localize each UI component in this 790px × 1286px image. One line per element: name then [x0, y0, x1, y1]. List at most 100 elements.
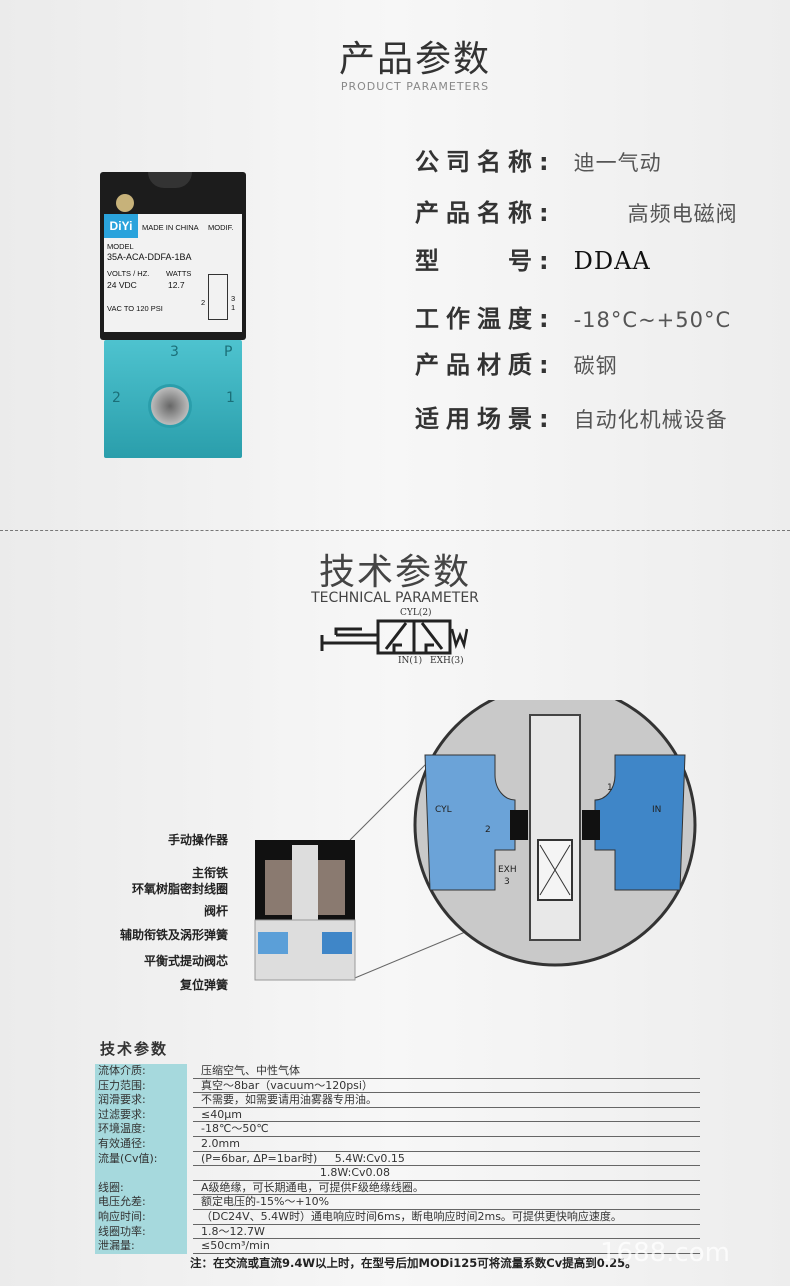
- port-2-label: 2: [485, 825, 491, 835]
- spec-product-name: 产品名称: 高频电磁阀: [415, 193, 738, 228]
- row-value: 真空～8bar（vacuum～120psi）: [193, 1079, 700, 1094]
- row-value: 不需要，如需要请用油雾器专用油。: [193, 1093, 700, 1108]
- table-row: 响应时间: （DC24V、5.4W时）通电响应时间6ms，断电响应时间2ms。可提…: [95, 1210, 700, 1225]
- spec-label: 工作温度:: [415, 305, 556, 333]
- diagram-label: 辅助衔铁及涡形弹簧: [119, 928, 228, 942]
- spec-value: DDAA: [573, 247, 651, 275]
- row-key: 润滑要求:: [95, 1093, 187, 1108]
- diagram-label: 手动操作器: [167, 833, 228, 847]
- diagram-label: 阀杆: [203, 904, 228, 918]
- diagram-label: 环氧树脂密封线圈: [131, 882, 228, 896]
- spec-value: 迪一气动: [573, 151, 662, 175]
- in-port-label: IN(1): [398, 655, 422, 666]
- body-port: 2: [112, 390, 121, 406]
- row-value: ≤40μm: [193, 1108, 700, 1123]
- row-value: （DC24V、5.4W时）通电响应时间6ms，断电响应时间2ms。可提供更快响应…: [193, 1210, 700, 1225]
- spec-application: 适用场景: 自动化机械设备: [415, 399, 728, 434]
- table-row: 线圈功率:1.8～12.7W: [95, 1224, 700, 1240]
- spec-company: 公司名称: 迪一气动: [415, 142, 662, 177]
- body-port: 1: [226, 390, 235, 406]
- watts: 12.7: [168, 280, 185, 290]
- port-2: 2: [201, 298, 206, 307]
- section-divider: [0, 530, 790, 531]
- table-note: 注：在交流或直流9.4W以上时，在型号后加MODi125可将流量系数Cv提高到0…: [190, 1256, 637, 1270]
- diagram-label: 平衡式提动阀芯: [143, 954, 228, 968]
- cyl-label: CYL: [435, 805, 452, 815]
- port-1: 1: [231, 303, 236, 312]
- row-value: 1.8W:Cv0.08: [193, 1166, 700, 1181]
- spec-value: 碳钢: [573, 354, 618, 378]
- spec-value: 自动化机械设备: [573, 408, 728, 432]
- row-key: 有效通径:: [95, 1137, 187, 1152]
- pressure: VAC TO 120 PSI: [107, 304, 163, 313]
- in-label: IN: [652, 805, 661, 815]
- manual-operator: [148, 172, 192, 188]
- made-in: MADE IN CHINA: [142, 223, 199, 232]
- table-row: 泄漏量: ≤50cm³/min: [95, 1239, 700, 1254]
- row-key: 流体介质:: [95, 1064, 187, 1079]
- port-3: 3: [231, 294, 236, 303]
- screw: [116, 194, 134, 212]
- spec-label: 产品材质:: [415, 351, 556, 379]
- table-row: 电压允差: 额定电压的-15%～+10%: [95, 1195, 700, 1210]
- row-value: A级绝缘，可长期通电，可提供F级绝缘线圈。: [193, 1181, 700, 1196]
- row-value: ≤50cm³/min: [193, 1239, 700, 1254]
- row-key: 泄漏量:: [95, 1239, 187, 1254]
- row-value: 1.8～12.7W: [193, 1225, 700, 1240]
- row-value: 额定电压的-15%～+10%: [193, 1195, 700, 1210]
- row-key: 压力范围:: [95, 1078, 187, 1094]
- section-title: 技术参数: [318, 552, 471, 593]
- section-subtitle: PRODUCT PARAMETERS: [340, 80, 490, 93]
- table-row: 有效通径: 2.0mm: [95, 1137, 700, 1152]
- section-title: 产品参数: [338, 39, 491, 80]
- row-key: 环境温度:: [95, 1122, 187, 1137]
- spec-value: -18°C~+50°C: [573, 308, 732, 332]
- modif: MODIF.: [208, 223, 234, 232]
- diagram-label: 主衔铁: [191, 866, 228, 880]
- port-3-label: 3: [504, 877, 510, 887]
- exh-label: EXH: [498, 865, 517, 875]
- spec-label: 产品名称:: [415, 199, 556, 227]
- section-subtitle: TECHNICAL PARAMETER: [311, 590, 479, 606]
- brand-logo: DiYi: [104, 214, 138, 238]
- spec-model: 型 号: DDAA: [415, 241, 651, 276]
- spec-temperature: 工作温度: -18°C~+50°C: [415, 299, 731, 334]
- diagram-label: 复位弹簧: [179, 978, 228, 992]
- row-value: 压缩空气、中性气体: [193, 1064, 700, 1079]
- row-key: 线圈:: [95, 1180, 187, 1196]
- table-row: 环境温度: -18℃～50℃: [95, 1122, 700, 1137]
- table-row: 1.8W:Cv0.08: [95, 1166, 700, 1181]
- spec-value: 高频电磁阀: [627, 202, 738, 226]
- spec-material: 产品材质: 碳钢: [415, 345, 618, 380]
- row-key: 电压允差:: [95, 1195, 187, 1210]
- cyl-port-label: CYL(2): [400, 607, 432, 618]
- model-label: MODEL: [107, 242, 134, 251]
- body-port: 3: [170, 344, 179, 360]
- table-row: 流量(Cv值): (P=6bar, ΔP=1bar时) 5.4W:Cv0.15: [95, 1151, 700, 1167]
- table-row: 压力范围: 真空～8bar（vacuum～120psi）: [95, 1078, 700, 1094]
- valve-cutaway-diagram: CYL 2 1 IN EXH 3: [254, 700, 697, 981]
- exh-port-label: EXH(3): [430, 655, 464, 666]
- row-key: 流量(Cv值):: [95, 1151, 187, 1167]
- model: 35A-ACA-DDFA-1BA: [107, 252, 192, 262]
- valve-body: 2 3 P 1: [104, 340, 242, 458]
- row-key: [95, 1166, 187, 1181]
- table-row: 润滑要求: 不需要，如需要请用油雾器专用油。: [95, 1093, 700, 1108]
- spec-label: 适用场景:: [415, 405, 556, 433]
- row-key: 过滤要求:: [95, 1107, 187, 1123]
- spec-label: 公司名称:: [415, 148, 556, 176]
- spec-label: 型 号:: [415, 247, 556, 275]
- table-title: 技术参数: [100, 1040, 169, 1058]
- product-image: DiYi MADE IN CHINA MODIF. MODEL 35A-ACA-…: [100, 172, 246, 462]
- row-key: 响应时间:: [95, 1210, 187, 1225]
- table-row: 过滤要求: ≤40μm: [95, 1107, 700, 1123]
- valve-symbol-icon: [208, 274, 228, 320]
- body-port: P: [224, 344, 233, 360]
- row-value: -18℃～50℃: [193, 1122, 700, 1137]
- table-row: 流体介质: 压缩空气、中性气体: [95, 1064, 700, 1079]
- volts-label: VOLTS / HZ.: [107, 269, 150, 278]
- valve-symbol-icon: CYL(2) IN(1) EXH(3): [320, 607, 468, 666]
- row-value: 2.0mm: [193, 1137, 700, 1152]
- row-value: (P=6bar, ΔP=1bar时) 5.4W:Cv0.15: [193, 1152, 700, 1167]
- watts-label: WATTS: [166, 269, 192, 278]
